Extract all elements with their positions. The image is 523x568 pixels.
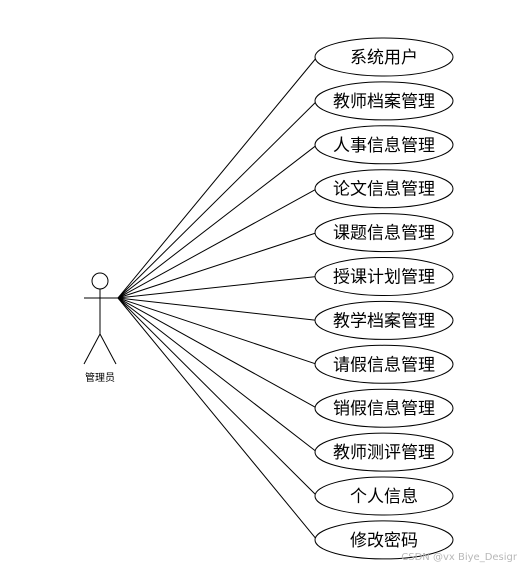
use-case-label: 教师测评管理 xyxy=(333,443,435,463)
use-case-label: 授课计划管理 xyxy=(333,268,435,288)
use-case-label: 请假信息管理 xyxy=(333,355,435,375)
use-case: 销假信息管理 xyxy=(314,388,454,428)
use-case-ellipse xyxy=(314,476,454,516)
association-line xyxy=(117,276,318,299)
actor-administrator xyxy=(83,272,118,365)
use-case-label: 系统用户 xyxy=(350,48,418,68)
association-lines xyxy=(117,56,318,541)
use-case-label: 人事信息管理 xyxy=(333,136,435,156)
watermark: CSDN @vx Biye_Desigr xyxy=(401,552,517,563)
association-line xyxy=(117,56,318,299)
use-case: 个人信息 xyxy=(314,476,454,516)
association-line xyxy=(117,144,318,299)
actor-head xyxy=(91,272,109,290)
use-case-label: 论文信息管理 xyxy=(333,180,435,200)
use-case-label: 课题信息管理 xyxy=(333,224,435,244)
use-case-ellipse xyxy=(314,257,454,296)
use-case: 修改密码 xyxy=(314,520,454,560)
use-case-ellipse xyxy=(314,37,454,77)
use-case-ellipse xyxy=(314,300,454,340)
actor-left-leg xyxy=(83,333,101,365)
association-line xyxy=(117,297,318,321)
association-line xyxy=(117,297,318,497)
use-case: 授课计划管理 xyxy=(314,257,454,296)
use-case-ellipse xyxy=(314,125,454,165)
use-case-ellipse xyxy=(314,388,454,428)
use-case-label: 个人信息 xyxy=(350,487,418,507)
use-case-ellipse xyxy=(314,81,454,121)
use-case: 教师档案管理 xyxy=(314,81,454,121)
actor-label: 管理员 xyxy=(85,371,115,384)
use-case-ellipse xyxy=(314,213,454,253)
use-case-ellipse xyxy=(314,432,454,472)
use-case-label: 教学档案管理 xyxy=(333,311,435,331)
use-case-ellipse xyxy=(314,520,454,560)
association-line xyxy=(117,100,318,299)
use-case-ellipse xyxy=(314,344,454,384)
use-case: 系统用户 xyxy=(314,37,454,77)
use-case-label: 修改密码 xyxy=(350,531,418,551)
use-case: 人事信息管理 xyxy=(314,125,454,165)
use-case: 课题信息管理 xyxy=(314,213,454,253)
association-line xyxy=(117,232,318,299)
association-line xyxy=(117,297,318,365)
use-case: 教学档案管理 xyxy=(314,300,454,340)
use-case: 教师测评管理 xyxy=(314,432,454,472)
use-case-label: 教师档案管理 xyxy=(333,92,435,112)
use-case-ellipse xyxy=(314,169,454,209)
use-case-label: 销假信息管理 xyxy=(333,399,435,419)
association-line xyxy=(117,297,318,541)
actor-right-leg xyxy=(99,333,117,365)
association-line xyxy=(117,297,318,409)
use-case: 请假信息管理 xyxy=(314,344,454,384)
use-cases: 系统用户教师档案管理人事信息管理论文信息管理课题信息管理授课计划管理教学档案管理… xyxy=(314,37,454,560)
use-case: 论文信息管理 xyxy=(314,169,454,209)
association-line xyxy=(117,188,318,299)
association-line xyxy=(117,297,318,453)
